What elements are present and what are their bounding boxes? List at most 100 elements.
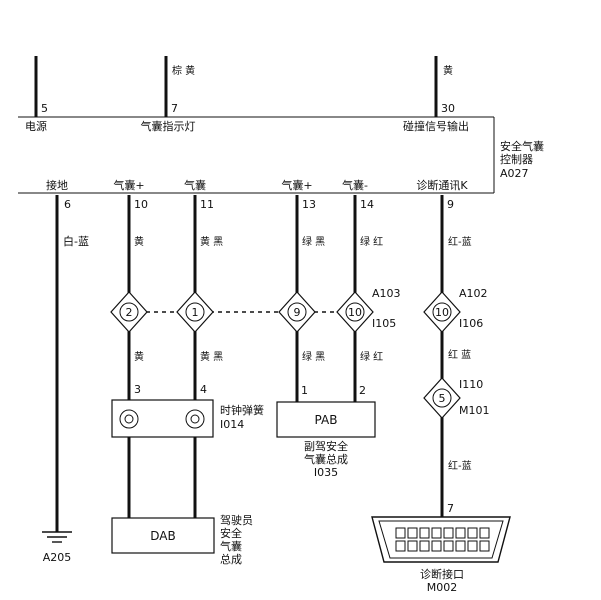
bottom-pin-number: 14 [360,198,374,211]
top-pin-number: 30 [441,102,455,115]
connector-code: A103 [372,287,401,300]
clock-spring-pin: 3 [134,383,141,396]
clock-spring-code: I014 [220,418,244,431]
diag-port-pin: 7 [447,502,454,515]
wire-color: 绿 黑 [302,350,325,363]
wire-color: 红 蓝 [448,348,471,361]
driver-airbag: DAB 驾驶员 安全 气囊 总成 [111,513,253,566]
wire-color: 红-蓝 [448,235,472,248]
top-pin-label: 碰撞信号输出 [403,119,469,133]
pab-pin: 1 [301,384,308,397]
inline-connector-1: 1 [176,291,214,333]
bottom-pin-number: 10 [134,198,148,211]
bottom-pin-label: 诊断通讯K [416,178,468,192]
wire-color: 绿 红 [360,350,383,363]
ground-code: A205 [43,551,72,564]
svg-text:10: 10 [348,306,362,319]
bottom-pin-label: 气囊- [342,178,368,192]
diag-port-pin-cavity [395,540,406,552]
pab-pin: 2 [359,384,366,397]
svg-text:1: 1 [192,306,199,319]
airbag-control-module: 安全气囊 控制器 A027 [18,116,544,194]
top-pin-label: 气囊指示灯 [141,119,196,133]
clock-spring-pin: 4 [200,383,207,396]
connector-code: I106 [459,317,483,330]
diag-port-pin-cavity [479,540,490,552]
diag-port-pin-cavity [419,540,430,552]
wire-color: 绿 黑 [302,235,325,248]
diag-port-pin-cavity [419,527,430,539]
top-wire-color: 棕 黄 [172,64,195,77]
pab-circuit-wires: 绿 黑 绿 红 绿 黑 绿 红 [295,195,383,402]
dab-box-label: DAB [150,529,175,543]
connector-code: A102 [459,287,488,300]
diag-port-pin-cavity [455,540,466,552]
bottom-pin-label: 接地 [46,179,68,192]
wire-color: 绿 红 [360,235,383,248]
pab-code: I035 [314,466,338,479]
diag-port-pin-cavity [395,527,406,539]
bottom-pin-number: 13 [302,198,316,211]
svg-text:9: 9 [294,306,301,319]
top-pin-number: 5 [41,102,48,115]
bottom-pin-label: 气囊 [184,178,206,192]
connector-code: M101 [459,404,490,417]
diag-port-pin-cavity [455,527,466,539]
dab-circuit-wires: 黄 黄 黑 黄 黄 黑 [127,195,223,518]
diagnostic-circuit-wire: 红-蓝 红 蓝 红-蓝 [440,195,472,517]
dab-label: 安全 [220,526,242,540]
diag-port-code: M002 [427,581,458,594]
top-pin-number: 7 [171,102,178,115]
diag-port-pin-grid [395,527,490,552]
inline-connector-10-a103: 10 A103 I105 [336,287,401,333]
dab-label: 气囊 [220,539,242,553]
diag-port-pin-cavity [467,527,478,539]
inline-connector-9: 9 [278,291,316,333]
inline-connector-5: 5 I110 M101 [423,377,490,419]
top-pin-labels: 5 电源 7 棕 黄 气囊指示灯 30 黄 碰撞信号输出 [25,64,469,133]
top-wire-color: 黄 [443,64,453,77]
module-name-line2: 控制器 [500,152,533,166]
pab-box-label: PAB [315,413,338,427]
bottom-pin-number: 6 [64,198,71,211]
diag-port-pin-cavity [431,540,442,552]
module-name-line1: 安全气囊 [500,139,544,153]
bottom-pin-label: 气囊+ [281,178,312,192]
clock-spring-label: 时钟弹簧 [220,403,264,417]
svg-text:5: 5 [439,392,446,405]
wire-color: 红-蓝 [448,459,472,472]
wire-color: 黄 黑 [200,350,223,363]
diag-port-pin-cavity [431,527,442,539]
top-wires [34,56,438,117]
bottom-pin-labels: 接地 气囊+ 气囊 气囊+ 气囊- 诊断通讯K 6 10 11 13 14 9 [46,178,468,211]
connector-code: I105 [372,317,396,330]
diag-port-pin-cavity [443,527,454,539]
inline-connector-10-a102: 10 A102 I106 [423,287,488,333]
inline-connector-2: 2 [110,291,148,333]
dab-label: 总成 [220,552,242,566]
clock-spring: 3 4 时钟弹簧 I014 [111,383,264,438]
wire-color: 黄 [134,235,144,248]
bottom-pin-label: 气囊+ [113,178,144,192]
dab-label: 驾驶员 [220,513,253,527]
svg-text:2: 2 [126,306,133,319]
connector-code: I110 [459,378,483,391]
bottom-pin-number: 11 [200,198,214,211]
passenger-airbag: PAB 1 2 副驾安全 气囊总成 I035 [276,384,376,479]
top-pin-label: 电源 [25,119,47,133]
wire-color: 黄 黑 [200,235,223,248]
module-code: A027 [500,167,529,180]
wire-color: 黄 [134,350,144,363]
diag-port-pin-cavity [443,540,454,552]
diag-port-pin-cavity [407,540,418,552]
pab-label: 副驾安全 [304,439,348,453]
ground-wire-color: 白-蓝 [63,234,89,248]
diagnostic-port: 7 诊断接口 M002 [371,502,511,594]
pab-label: 气囊总成 [304,452,348,466]
diag-port-pin-cavity [479,527,490,539]
bottom-pin-number: 9 [447,198,454,211]
ground-circuit: 白-蓝 A205 [42,195,89,564]
diag-port-label: 诊断接口 [420,567,464,581]
diag-port-pin-cavity [407,527,418,539]
